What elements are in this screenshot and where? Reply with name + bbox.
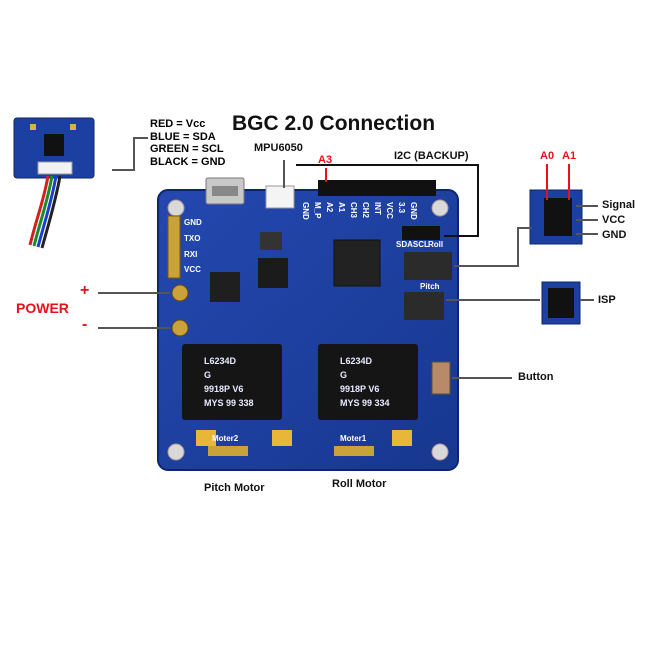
power-label: POWER [16, 300, 69, 316]
pin-label: GND [184, 218, 202, 227]
roll-silk-label: Roll [428, 240, 444, 249]
gnd-label: GND [602, 229, 627, 241]
power-plus-label: + [80, 282, 90, 299]
page-title: BGC 2.0 Connection [232, 112, 436, 135]
a1-label: A1 [562, 150, 577, 162]
chip-marking: G [204, 370, 212, 380]
vcc-label: VCC [602, 214, 626, 226]
a0-label: A0 [540, 150, 555, 162]
button-label: Button [518, 371, 554, 383]
pin-label: GND [301, 202, 310, 220]
pin-label: A1 [337, 202, 346, 213]
roll-motor-label: Roll Motor [332, 478, 387, 490]
chip-marking: MYS 99 334 [340, 398, 390, 408]
pin-label: INT [373, 202, 382, 215]
sensor-cable [28, 175, 62, 249]
wire-legend-item: GREEN = SCL [150, 143, 224, 155]
i2c-backup-label: I2C (BACKUP) [394, 150, 469, 162]
pin-label: A2 [325, 202, 334, 213]
pitch-silk-label: Pitch [420, 282, 440, 291]
pin-label: CH2 [361, 202, 370, 219]
isp-connector [541, 281, 594, 325]
pin-label: GND [409, 202, 418, 220]
chip-marking: G [340, 370, 348, 380]
pin-label: RXI [184, 250, 198, 259]
bgc-board [157, 177, 459, 471]
isp-label: ISP [598, 294, 616, 306]
motor2-silk-label: Moter2 [212, 434, 239, 443]
chip-marking: MYS 99 338 [204, 398, 254, 408]
wire-legend: RED = Vcc BLUE = SDA GREEN = SCL BLACK =… [150, 118, 225, 168]
pin-label: TXO [184, 234, 201, 243]
mpu6050-label: MPU6050 [254, 142, 303, 154]
roll-lead [454, 227, 532, 267]
power-minus-label: - [82, 316, 88, 333]
chip-marking: 9918P V6 [340, 384, 380, 394]
pin-label: 3.3 [397, 202, 406, 214]
pin-label: CH3 [349, 202, 358, 219]
wire-legend-item: BLACK = GND [150, 155, 226, 168]
pin-label: M_P [313, 202, 322, 219]
i2c-lead [296, 164, 479, 237]
wire-legend-item: RED = Vcc [150, 118, 206, 130]
chip-marking: L6234D [340, 356, 373, 366]
chip-marking: L6234D [204, 356, 237, 366]
signal-label: Signal [602, 199, 636, 211]
wire-legend-item: BLUE = SDA [150, 130, 216, 143]
sdascl-label: SDASCL [396, 240, 429, 249]
a3-label: A3 [318, 154, 333, 166]
pitch-motor-label: Pitch Motor [204, 482, 265, 494]
motor1-silk-label: Moter1 [340, 434, 367, 443]
rc-input-connector [529, 164, 598, 245]
mpu6050-sensor-module [13, 117, 95, 179]
legend-leader [112, 137, 148, 171]
pin-label: VCC [184, 265, 201, 274]
pin-label: VCC [385, 202, 394, 219]
chip-marking: 9918P V6 [204, 384, 244, 394]
